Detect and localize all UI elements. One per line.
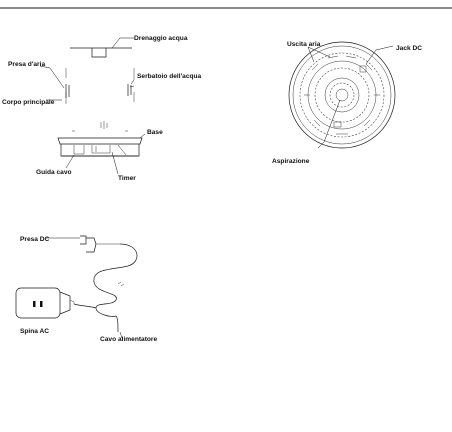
label-drain: Drenaggio acqua <box>134 35 188 42</box>
label-ac-plug: Spina AC <box>20 328 49 335</box>
label-base: Base <box>147 129 163 136</box>
label-air-outlet: Uscita aria <box>287 41 321 48</box>
label-power-cable: Cavo alimentatore <box>100 336 157 343</box>
power-adapter-drawing <box>16 236 137 338</box>
label-dc-plug: Presa DC <box>20 236 50 243</box>
label-timer: Timer <box>118 175 136 182</box>
label-main-body: Corpo principale <box>2 99 55 106</box>
label-dc-jack: Jack DC <box>396 45 422 52</box>
humidifier-top-view <box>289 42 395 148</box>
label-intake: Aspirazione <box>272 158 310 165</box>
humidifier-front-view <box>40 38 145 174</box>
label-water-tank: Serbatoio dell'acqua <box>137 73 202 80</box>
label-air-intake: Presa d'aria <box>8 61 45 68</box>
label-cable-guide: Guida cavo <box>36 169 72 176</box>
